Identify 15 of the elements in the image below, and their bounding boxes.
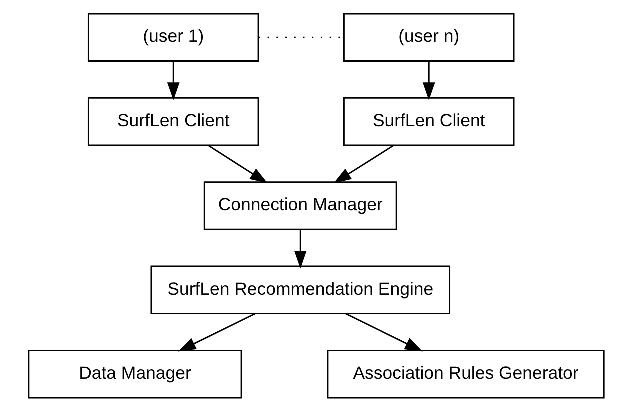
arrow — [208, 144, 268, 184]
arrow — [167, 61, 180, 100]
node-box: Association Rules Generator — [327, 350, 605, 399]
node-box: (user n) — [343, 13, 515, 62]
node-box: Connection Manager — [204, 182, 398, 230]
arrow — [294, 230, 307, 269]
node-box: SurfLen Client — [88, 97, 260, 146]
arrow — [346, 313, 423, 352]
node-box: SurfLen Client — [343, 97, 515, 146]
node-box: SurfLen Recommendation Engine — [150, 266, 451, 315]
arrow — [334, 144, 394, 184]
arrow — [178, 313, 256, 352]
node-box: (user 1) — [88, 13, 260, 62]
arrow — [422, 61, 436, 100]
node-box: Data Manager — [28, 350, 242, 399]
